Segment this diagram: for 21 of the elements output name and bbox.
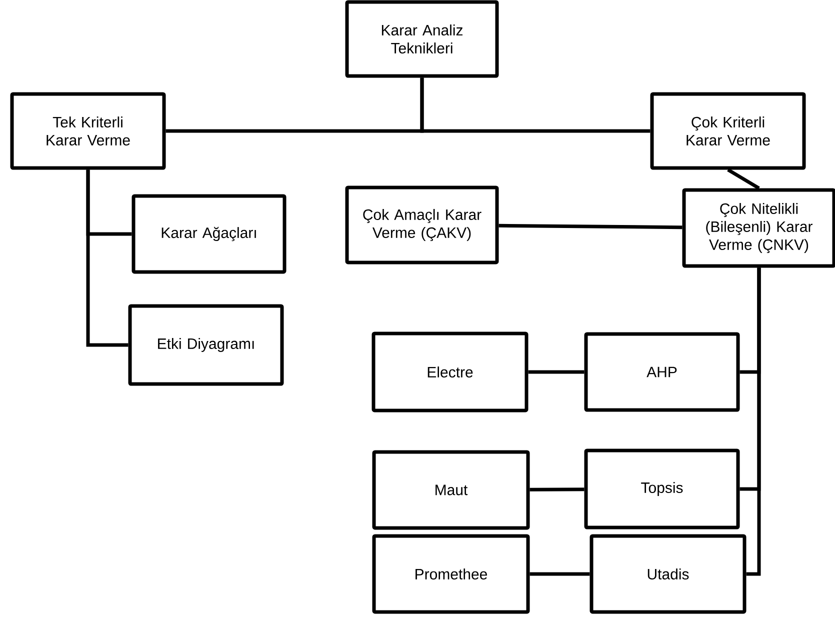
box: Promethee — [372, 534, 530, 614]
box: Karar Analiz Teknikleri — [345, 0, 499, 78]
connector-line — [528, 370, 584, 374]
box: Çok Amaçlı Karar Verme (ÇAKV) — [345, 186, 499, 264]
box: Tek Kriterli Karar Verme — [10, 92, 166, 170]
box: Etki Diyagramı — [128, 304, 284, 386]
box: AHP — [584, 332, 740, 412]
connector-line — [530, 488, 584, 492]
box: Karar Ağaçları — [132, 194, 286, 274]
connector-line — [746, 268, 761, 576]
box: Utadis — [590, 534, 746, 614]
box: Electre — [372, 332, 528, 412]
box: Çok Kriterli Karar Verme — [650, 92, 806, 170]
connector-line — [498, 224, 682, 230]
connector-line — [86, 170, 128, 347]
box: Çok Nitelikli (Bileşenli) Karar Verme (ÇNKV) — [682, 188, 835, 268]
connector-line — [727, 168, 760, 190]
box: Maut — [372, 450, 530, 530]
connector-line — [530, 572, 590, 576]
connector-line — [420, 78, 650, 133]
box: Topsis — [584, 448, 740, 530]
